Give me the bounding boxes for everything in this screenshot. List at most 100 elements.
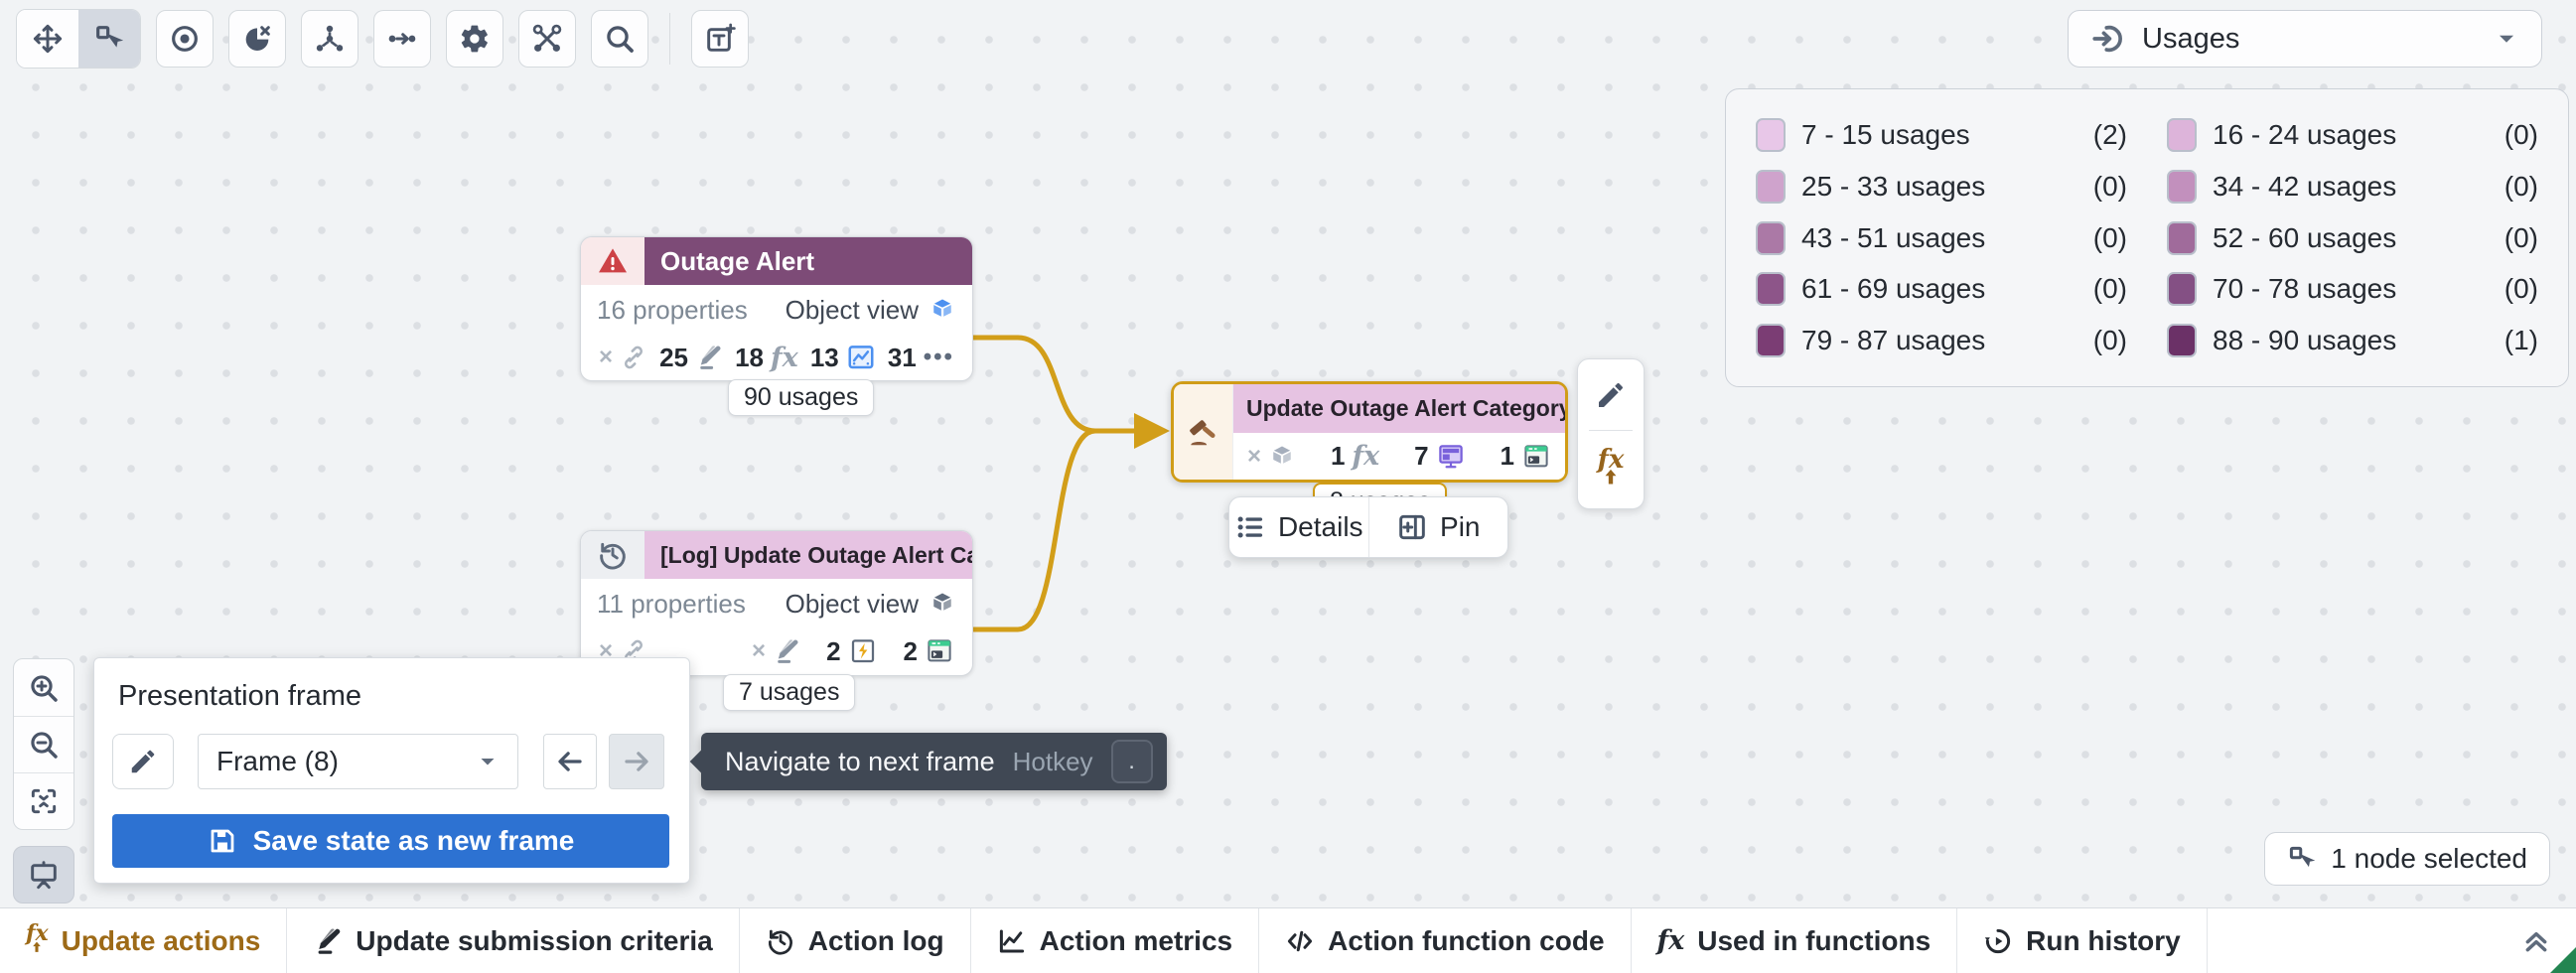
- legend-label: 7 - 15 usages: [1801, 119, 1970, 150]
- arrow-left-icon: [558, 752, 582, 771]
- auto-layout-tool-button[interactable]: [301, 10, 358, 68]
- stat-workshop[interactable]: 13: [810, 343, 876, 373]
- node-quick-actions-panel: fx: [1577, 358, 1645, 509]
- fx-up-icon: fx: [26, 922, 49, 955]
- fx-icon: fx: [771, 342, 798, 373]
- edit-frame-button[interactable]: [112, 734, 174, 789]
- save-state-button[interactable]: Save state as new frame: [112, 814, 669, 868]
- legend-count: (0): [2092, 273, 2127, 305]
- settings-tool-button[interactable]: [446, 10, 503, 68]
- target-icon: [172, 26, 198, 52]
- legend-item: 88 - 90 usages (1): [2167, 319, 2538, 362]
- zoom-out-icon: [31, 732, 58, 759]
- object-view-label: Object view: [785, 588, 919, 619]
- add-frame-tool-button[interactable]: [691, 10, 749, 68]
- legend-label: 25 - 33 usages: [1801, 170, 1986, 202]
- zoom-out-button[interactable]: [14, 716, 73, 772]
- object-view-label: Object view: [785, 294, 919, 325]
- presentation-mode-button[interactable]: [13, 846, 74, 904]
- legend-item: 52 - 60 usages(0): [2167, 216, 2538, 260]
- node-header: Outage Alert: [581, 237, 972, 285]
- legend-count: (1): [2504, 325, 2538, 355]
- stat-terminal[interactable]: 1: [1501, 441, 1551, 472]
- stat-submission-criteria[interactable]: 25: [659, 343, 723, 373]
- chart-icon: [999, 929, 1024, 952]
- usages-dropdown-label: Usages: [2142, 22, 2240, 55]
- legend-label: 61 - 69 usages: [1801, 273, 1986, 305]
- legend-label: 34 - 42 usages: [2213, 170, 2397, 202]
- usages-dropdown[interactable]: Usages: [2068, 10, 2542, 68]
- stat-more[interactable]: 31 •••: [887, 342, 954, 372]
- details-button[interactable]: Details: [1229, 497, 1368, 557]
- stat-links[interactable]: ×: [599, 344, 647, 371]
- tab-bar-spacer: [2208, 908, 2497, 973]
- zoom-toolbar: [13, 658, 74, 904]
- search-tool-button[interactable]: [591, 10, 648, 68]
- legend-swatch: [1756, 220, 1786, 255]
- merge-edges-tool-button[interactable]: [373, 10, 431, 68]
- zoom-in-button[interactable]: [14, 659, 73, 716]
- legend-swatch: [1756, 169, 1786, 204]
- tab-update-actions[interactable]: fx Update actions: [0, 908, 288, 973]
- tab-label: Run history: [2026, 924, 2181, 956]
- selection-count-badge: 1 node selected: [2264, 832, 2550, 886]
- frame-select[interactable]: Frame (8): [198, 734, 518, 789]
- object-view-link[interactable]: Object view: [786, 295, 956, 326]
- node-update-outage-alert-category[interactable]: Update Outage Alert Category × 1 fx 7 1: [1171, 381, 1568, 483]
- next-frame-button[interactable]: [609, 734, 664, 789]
- update-actions-shortcut-button[interactable]: fx: [1598, 447, 1624, 488]
- legend-count: (0): [2092, 221, 2127, 253]
- legend-swatch: [2167, 272, 2197, 307]
- expand-graph-tool-button[interactable]: [518, 10, 576, 68]
- legend-item: 79 - 87 usages(0): [1756, 319, 2127, 362]
- node-title: [Log] Update Outage Alert Cate...: [644, 531, 972, 579]
- cube-icon: [933, 593, 951, 611]
- properties-count: 16 properties: [597, 294, 748, 325]
- tab-label: Update actions: [61, 924, 261, 956]
- stat-terminal[interactable]: 2: [904, 636, 954, 667]
- tab-run-history[interactable]: Run history: [1957, 908, 2208, 973]
- stat-interfaces[interactable]: 7: [1414, 441, 1465, 472]
- node-title: Outage Alert: [644, 237, 972, 285]
- edit-action-button[interactable]: [1595, 379, 1627, 411]
- object-view-link[interactable]: Object view: [786, 589, 956, 620]
- legend-label: 88 - 90 usages: [2213, 325, 2397, 355]
- bolt-window-icon: [851, 639, 874, 663]
- pin-button[interactable]: Pin: [1367, 497, 1508, 557]
- previous-frame-button[interactable]: [543, 734, 597, 789]
- tab-action-log[interactable]: Action log: [740, 908, 971, 973]
- tab-action-metrics[interactable]: Action metrics: [971, 908, 1260, 973]
- clear-glyph: ×: [752, 637, 767, 664]
- action-cell: [1174, 384, 1233, 480]
- stat-submission-criteria[interactable]: ×: [752, 637, 800, 665]
- stat-functions[interactable]: 18 fx: [735, 342, 798, 373]
- tab-used-in-functions[interactable]: fx Used in functions: [1632, 908, 1958, 973]
- terminal-window-icon: [1524, 444, 1548, 467]
- select-tool-button[interactable]: [78, 10, 140, 68]
- frame-select-value: Frame (8): [216, 746, 339, 776]
- focus-tool-button[interactable]: [156, 10, 214, 68]
- tool-segment: [16, 9, 141, 69]
- collapse-panel-button[interactable]: [2497, 908, 2576, 973]
- stat-functions[interactable]: 1 fx: [1330, 441, 1380, 472]
- move-tool-button[interactable]: [17, 10, 78, 68]
- zoom-to-fit-button[interactable]: [14, 772, 73, 829]
- clear-glyph: ×: [599, 344, 614, 370]
- node-outage-alert[interactable]: Outage Alert 16 properties Object view ×…: [580, 236, 973, 381]
- stat-objects[interactable]: ×: [1247, 443, 1296, 471]
- stat-automations[interactable]: 2: [826, 636, 877, 667]
- tab-update-submission-criteria[interactable]: Update submission criteria: [287, 908, 740, 973]
- tab-action-function-code[interactable]: Action function code: [1259, 908, 1632, 973]
- selection-count-label: 1 node selected: [2331, 843, 2527, 874]
- merge-icon: [388, 33, 416, 45]
- presentation-icon: [31, 861, 57, 890]
- double-chevron-up-icon: [2525, 931, 2547, 951]
- node-log-update-outage-alert-category[interactable]: [Log] Update Outage Alert Cate... 11 pro…: [580, 530, 973, 676]
- node-header: [Log] Update Outage Alert Cate...: [581, 531, 972, 579]
- pie-filter-tool-button[interactable]: [228, 10, 286, 68]
- panel-divider: [1589, 430, 1633, 432]
- legend-item: 7 - 15 usages(2): [1756, 113, 2127, 157]
- panel-title: Presentation frame: [118, 680, 362, 712]
- legend-label: 16 - 24 usages: [2213, 119, 2397, 150]
